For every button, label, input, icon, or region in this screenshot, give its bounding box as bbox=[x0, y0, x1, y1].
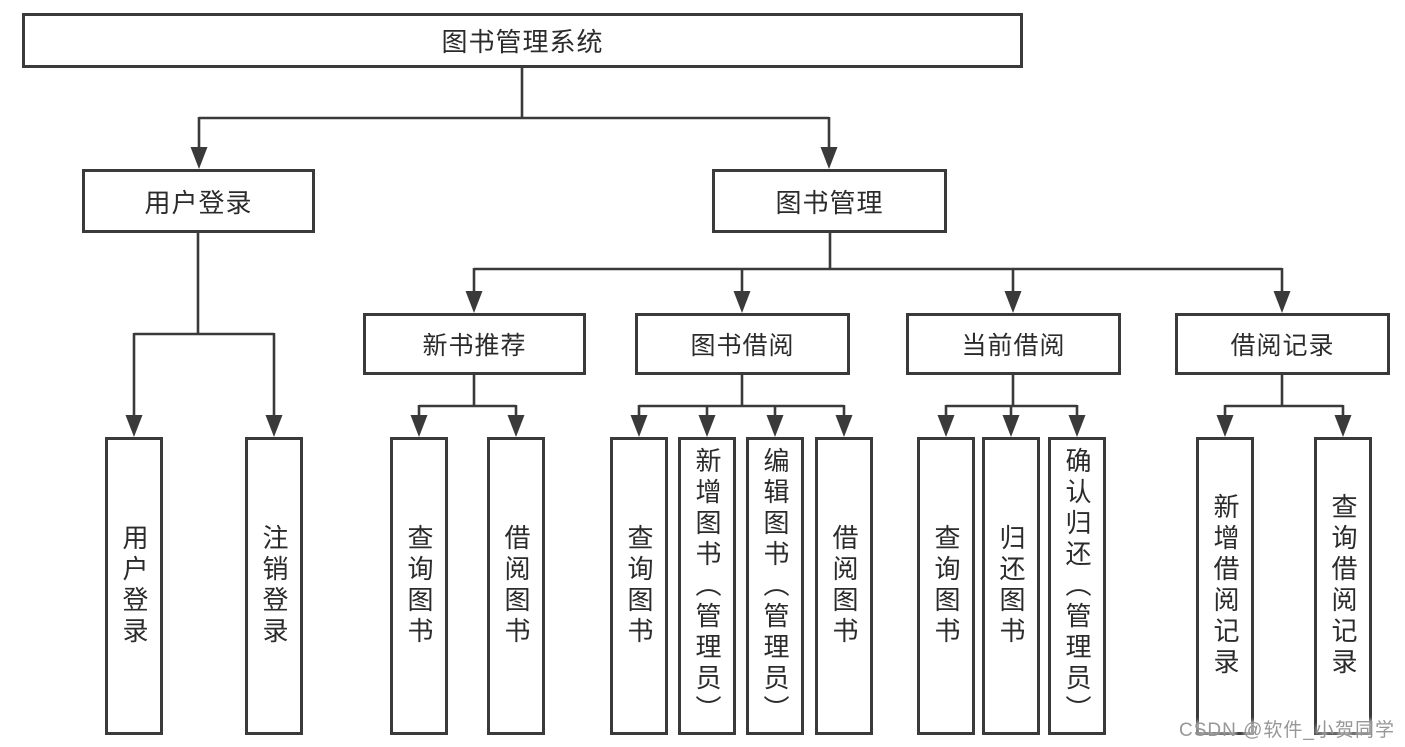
leaf-label: 确认归还（管理员） bbox=[1062, 446, 1092, 726]
leaf-logout-login: 注销登录 bbox=[245, 437, 303, 735]
leaf-add-books-admin: 新增图书（管理员） bbox=[678, 437, 736, 735]
node-label: 图书管理系统 bbox=[441, 27, 604, 57]
leaf-query-borrow-record: 查询借阅记录 bbox=[1314, 437, 1372, 735]
node-label: 图书借阅 bbox=[690, 332, 795, 360]
node-new-book-recommend: 新书推荐 bbox=[363, 313, 586, 375]
node-book-management: 图书管理 bbox=[712, 169, 947, 233]
node-borrow-records: 借阅记录 bbox=[1175, 313, 1390, 375]
leaf-add-borrow-record: 新增借阅记录 bbox=[1196, 437, 1254, 735]
leaf-label: 查询借阅记录 bbox=[1328, 493, 1358, 679]
leaf-label: 归还图书 bbox=[996, 524, 1026, 648]
leaf-label: 借阅图书 bbox=[501, 524, 531, 648]
leaf-query-books-borrow: 查询图书 bbox=[610, 437, 668, 735]
leaf-borrow-books: 借阅图书 bbox=[815, 437, 873, 735]
node-label: 图书管理 bbox=[775, 187, 884, 218]
node-label: 借阅记录 bbox=[1230, 332, 1335, 360]
node-book-borrow: 图书借阅 bbox=[635, 313, 850, 375]
leaf-label: 查询图书 bbox=[404, 524, 434, 648]
leaf-edit-books-admin: 编辑图书（管理员） bbox=[746, 437, 804, 735]
leaf-label: 借阅图书 bbox=[829, 524, 859, 648]
node-label: 新书推荐 bbox=[422, 332, 527, 360]
csdn-watermark: CSDN @软件_小贺同学 bbox=[1179, 720, 1395, 741]
leaf-label: 查询图书 bbox=[624, 524, 654, 648]
leaf-label: 新增借阅记录 bbox=[1210, 493, 1240, 679]
arrowheads bbox=[125, 147, 1352, 437]
node-user-login: 用户登录 bbox=[82, 169, 315, 233]
leaf-label: 用户登录 bbox=[119, 524, 149, 648]
node-library-system: 图书管理系统 bbox=[22, 13, 1023, 68]
leaf-label: 编辑图书（管理员） bbox=[760, 446, 790, 726]
node-current-borrow: 当前借阅 bbox=[906, 313, 1121, 375]
leaf-user-login: 用户登录 bbox=[105, 437, 163, 735]
leaf-query-books-recommend: 查询图书 bbox=[390, 437, 448, 735]
leaf-confirm-return-admin: 确认归还（管理员） bbox=[1048, 437, 1106, 735]
leaf-label: 查询图书 bbox=[931, 524, 961, 648]
leaf-return-books: 归还图书 bbox=[982, 437, 1040, 735]
leaf-label: 新增图书（管理员） bbox=[692, 446, 722, 726]
leaf-query-books-current: 查询图书 bbox=[917, 437, 975, 735]
leaf-borrow-books-recommend: 借阅图书 bbox=[487, 437, 545, 735]
leaf-label: 注销登录 bbox=[259, 524, 289, 648]
node-label: 当前借阅 bbox=[961, 332, 1066, 360]
node-label: 用户登录 bbox=[144, 187, 253, 218]
